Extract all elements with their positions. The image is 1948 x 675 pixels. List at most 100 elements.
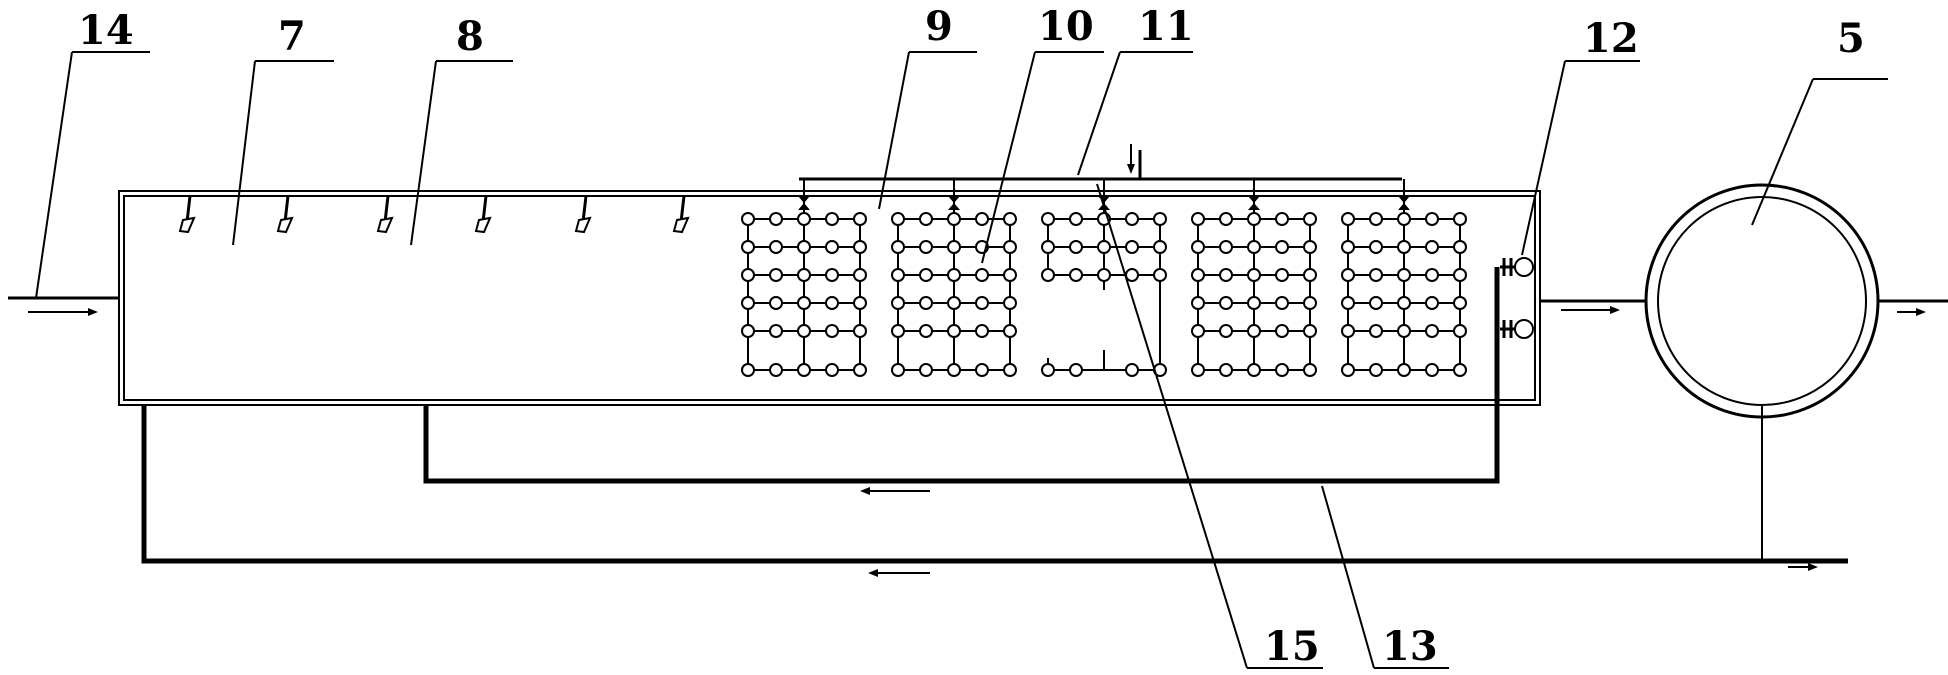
- diffuser-grid-group: [741, 179, 1467, 377]
- diffuser-node: [975, 212, 989, 226]
- diffuser-node: [1125, 363, 1139, 377]
- air-header-pipe: [799, 144, 1402, 181]
- diffuser-node: [1069, 268, 1083, 282]
- diffuser-node: [769, 363, 783, 377]
- diffuser-node: [741, 268, 755, 282]
- diffuser-node: [1425, 363, 1439, 377]
- diffuser-node: [1397, 240, 1411, 254]
- label-8: 8: [456, 13, 484, 60]
- diffuser-node: [1191, 324, 1205, 338]
- diffuser-node: [1003, 324, 1017, 338]
- diffuser-node: [769, 324, 783, 338]
- diffuser-node: [1341, 212, 1355, 226]
- diffuser-node: [1153, 212, 1167, 226]
- diffuser-node: [1219, 296, 1233, 310]
- diffuser-node: [1369, 363, 1383, 377]
- diffuser-node: [919, 363, 933, 377]
- diffuser-node: [1397, 212, 1411, 226]
- diffuser-node: [891, 363, 905, 377]
- aerator-3: [376, 195, 394, 234]
- diffuser-node: [853, 212, 867, 226]
- sedimentation-tank: [1644, 183, 1948, 419]
- inlet-pipe: [8, 296, 119, 316]
- diffuser-node: [1003, 240, 1017, 254]
- diffuser-node: [1425, 268, 1439, 282]
- diffuser-node: [769, 212, 783, 226]
- leader-lines: [35, 51, 1888, 669]
- diffuser-node: [1275, 324, 1289, 338]
- diffuser-node: [825, 363, 839, 377]
- diffuser-node: [1303, 363, 1317, 377]
- diffuser-node: [825, 240, 839, 254]
- diffuser-node: [769, 268, 783, 282]
- diffuser-node: [797, 363, 811, 377]
- diffuser-node: [1453, 296, 1467, 310]
- aerator-4: [474, 195, 492, 234]
- diffuser-node: [1247, 268, 1261, 282]
- diffuser-node: [853, 324, 867, 338]
- diffuser-node: [891, 212, 905, 226]
- diffuser-node: [1453, 212, 1467, 226]
- diffuser-node: [947, 296, 961, 310]
- aerator-group: [178, 195, 690, 234]
- label-9: 9: [925, 3, 953, 50]
- diffuser-node: [825, 212, 839, 226]
- outlet-pipe: [1540, 299, 1647, 314]
- diffuser-node: [797, 268, 811, 282]
- diffuser-node: [1125, 240, 1139, 254]
- diffuser-node: [1247, 363, 1261, 377]
- diffuser-node: [741, 240, 755, 254]
- aerator-2: [276, 195, 294, 234]
- diffuser-node: [1191, 268, 1205, 282]
- diffuser-node: [891, 240, 905, 254]
- diffuser-node: [1453, 268, 1467, 282]
- valve-icon: [798, 196, 810, 203]
- valve-icon: [1248, 196, 1260, 203]
- diffuser-node: [1219, 324, 1233, 338]
- diffuser-node: [975, 363, 989, 377]
- diffuser-grid-1: [741, 179, 867, 377]
- diffuser-node: [1303, 324, 1317, 338]
- diffuser-node: [947, 212, 961, 226]
- diffuser-node: [1275, 212, 1289, 226]
- diffuser-node: [1369, 324, 1383, 338]
- diffuser-node: [1341, 268, 1355, 282]
- diffuser-node: [1003, 296, 1017, 310]
- diffuser-node: [825, 268, 839, 282]
- diffuser-grid-3: [1041, 179, 1167, 377]
- label-7: 7: [278, 13, 306, 60]
- pump-lower: [1500, 319, 1534, 339]
- diffuser-grid-4: [1191, 179, 1317, 377]
- diffuser-node: [1003, 268, 1017, 282]
- diffuser-node: [1425, 240, 1439, 254]
- diffuser-node: [1275, 268, 1289, 282]
- diffuser-node: [1003, 212, 1017, 226]
- diffuser-node: [1219, 240, 1233, 254]
- diffuser-grid-2: [891, 179, 1017, 377]
- diffuser-node: [853, 296, 867, 310]
- diffuser-node: [1041, 240, 1055, 254]
- valve-icon: [1398, 196, 1410, 203]
- diffuser-node: [1397, 268, 1411, 282]
- diffuser-node: [1041, 363, 1055, 377]
- diffuser-node: [741, 324, 755, 338]
- diffuser-node: [1369, 240, 1383, 254]
- diffuser-node: [797, 324, 811, 338]
- diffuser-node: [1219, 268, 1233, 282]
- label-12: 12: [1583, 15, 1639, 62]
- diffuser-node: [1369, 212, 1383, 226]
- diffuser-node: [1219, 363, 1233, 377]
- diffuser-grid-5: [1341, 179, 1467, 377]
- label-5: 5: [1837, 15, 1865, 62]
- diffuser-node: [919, 240, 933, 254]
- diffuser-node: [1153, 240, 1167, 254]
- diffuser-node: [947, 324, 961, 338]
- aerator-1: [178, 195, 196, 234]
- diffuser-node: [919, 296, 933, 310]
- diffuser-node: [1097, 268, 1111, 282]
- diffuser-node: [1275, 363, 1289, 377]
- diffuser-node: [919, 324, 933, 338]
- label-11: 11: [1138, 3, 1194, 50]
- diffuser-node: [1425, 296, 1439, 310]
